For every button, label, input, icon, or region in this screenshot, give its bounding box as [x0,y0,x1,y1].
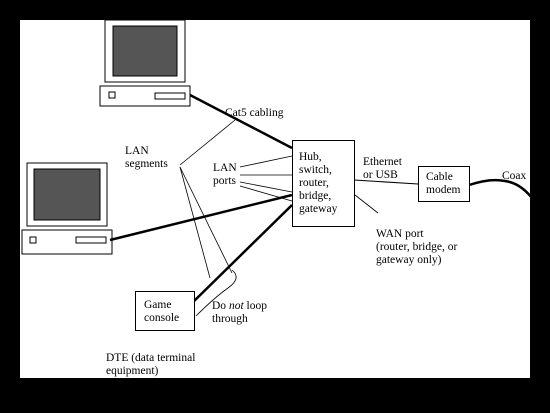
game-console-label: Game console [144,299,180,324]
ethernet-usb-label: Ethernet or USB [363,156,402,181]
do-not-loop-label: Do not loop through [212,300,267,325]
wan-port-label: WAN port (router, bridge, or gateway onl… [376,228,458,266]
lan-ports-label: LAN ports [213,162,237,187]
hub-switch-router-box [292,140,355,227]
cable-modem-label: Cable modem [426,171,461,196]
cat5-cabling-label: Cat5 cabling [225,107,284,119]
diagram-lines [21,20,530,317]
computer-2-icon [21,162,113,255]
network-diagram: Cat5 cabling LAN segments LAN ports Hub,… [20,20,530,378]
computer-1-icon [99,20,191,107]
cable-modem-box [418,166,470,202]
hub-switch-router-label: Hub, switch, router, bridge, gateway [299,151,338,215]
game-console-box [135,291,195,331]
coax-label: Coax [502,170,527,182]
lan-segments-label: LAN segments [125,145,168,170]
dte-label: DTE (data terminal equipment) [106,352,196,377]
